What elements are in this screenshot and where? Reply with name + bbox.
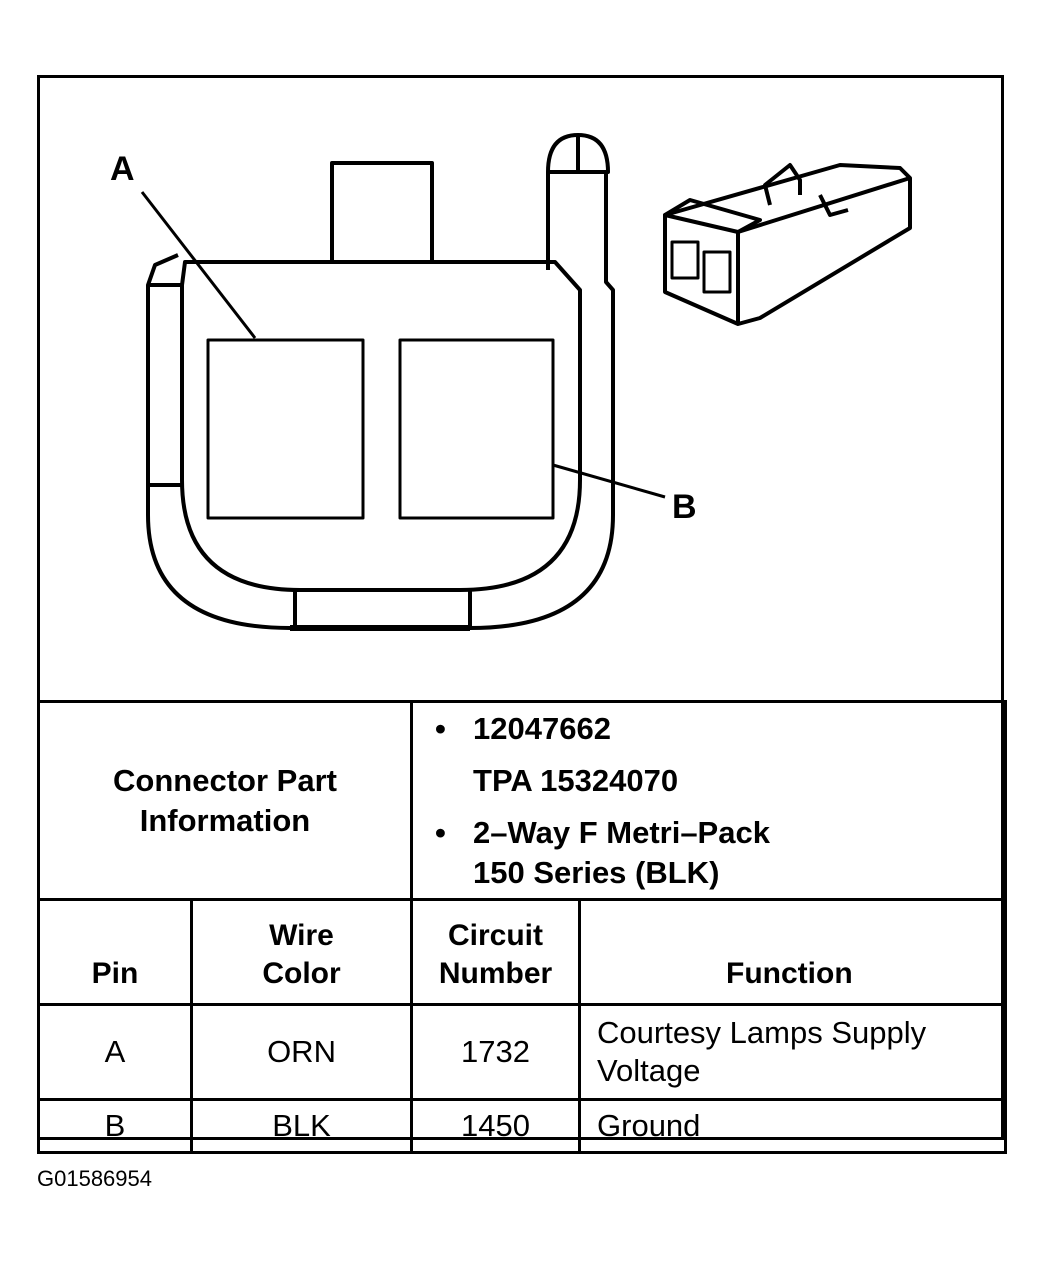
table-row: A ORN 1732 Courtesy Lamps Supply Voltage [37, 1003, 1008, 1101]
leader-b [552, 463, 666, 499]
pin-cell: A [37, 1003, 193, 1101]
part-number: 12047662 [473, 710, 611, 746]
table-row: B BLK 1450 Ground [37, 1098, 1008, 1154]
connector-3d-view [663, 163, 912, 326]
bullet-icon: • [435, 710, 446, 746]
function-cell: Courtesy Lamps Supply Voltage [578, 1003, 1008, 1101]
function-line1: Ground [597, 1108, 701, 1143]
header-function: Function [578, 898, 1008, 1006]
part-info-label-line2: Information [139, 802, 311, 838]
circuit-number-cell: 1732 [410, 1003, 582, 1101]
leader-a [140, 191, 257, 339]
connector-body-inner [180, 260, 582, 592]
part-info-label-cell: Connector Part Information [36, 700, 414, 901]
connector-type-line2: 150 Series (BLK) [473, 854, 720, 890]
bullet-icon: • [435, 814, 446, 850]
callout-b: B [672, 488, 697, 526]
header-row: Pin Wire Color Circuit Number Function [37, 898, 1008, 1006]
header-pin: Pin [37, 898, 193, 1006]
wire-color-cell: ORN [189, 1003, 414, 1101]
circuit-number-cell: 1450 [410, 1098, 582, 1154]
connector-bottom-rib [293, 590, 472, 628]
part-info-label-line1: Connector Part [113, 762, 337, 798]
cavity-b [398, 338, 555, 520]
function-line1: Courtesy Lamps Supply [597, 1015, 927, 1050]
header-wire-color-line2: Color [262, 957, 341, 990]
header-circuit-line2: Number [438, 957, 553, 990]
function-cell: Ground [578, 1098, 1008, 1154]
pin-cell: B [37, 1098, 193, 1154]
header-pin-label: Pin [91, 957, 139, 990]
part-info-row: Connector Part Information • 12047662 TP… [36, 700, 1008, 901]
part-info-details: • 12047662 TPA 15324070 • 2–Way F Metri–… [410, 700, 1008, 901]
pinout-table: Connector Part Information • 12047662 TP… [36, 700, 1008, 1154]
cavity-a [206, 338, 365, 520]
callout-a: A [110, 150, 135, 188]
header-wire-color: Wire Color [189, 898, 414, 1006]
header-circuit-line1: Circuit [448, 919, 544, 952]
connector-face-drawing: A B [110, 133, 912, 631]
wire-color-cell: BLK [189, 1098, 414, 1154]
connector-lug [330, 161, 434, 262]
header-wire-color-line1: Wire [269, 919, 334, 952]
header-circuit-number: Circuit Number [410, 898, 582, 1006]
connector-body-outer [146, 172, 615, 630]
function-line2: Voltage [597, 1053, 701, 1088]
header-function-label: Function [726, 957, 853, 990]
tpa-number: TPA 15324070 [473, 762, 679, 798]
connector-type-line1: 2–Way F Metri–Pack [473, 814, 770, 850]
figure-id: G01586954 [37, 1166, 152, 1191]
